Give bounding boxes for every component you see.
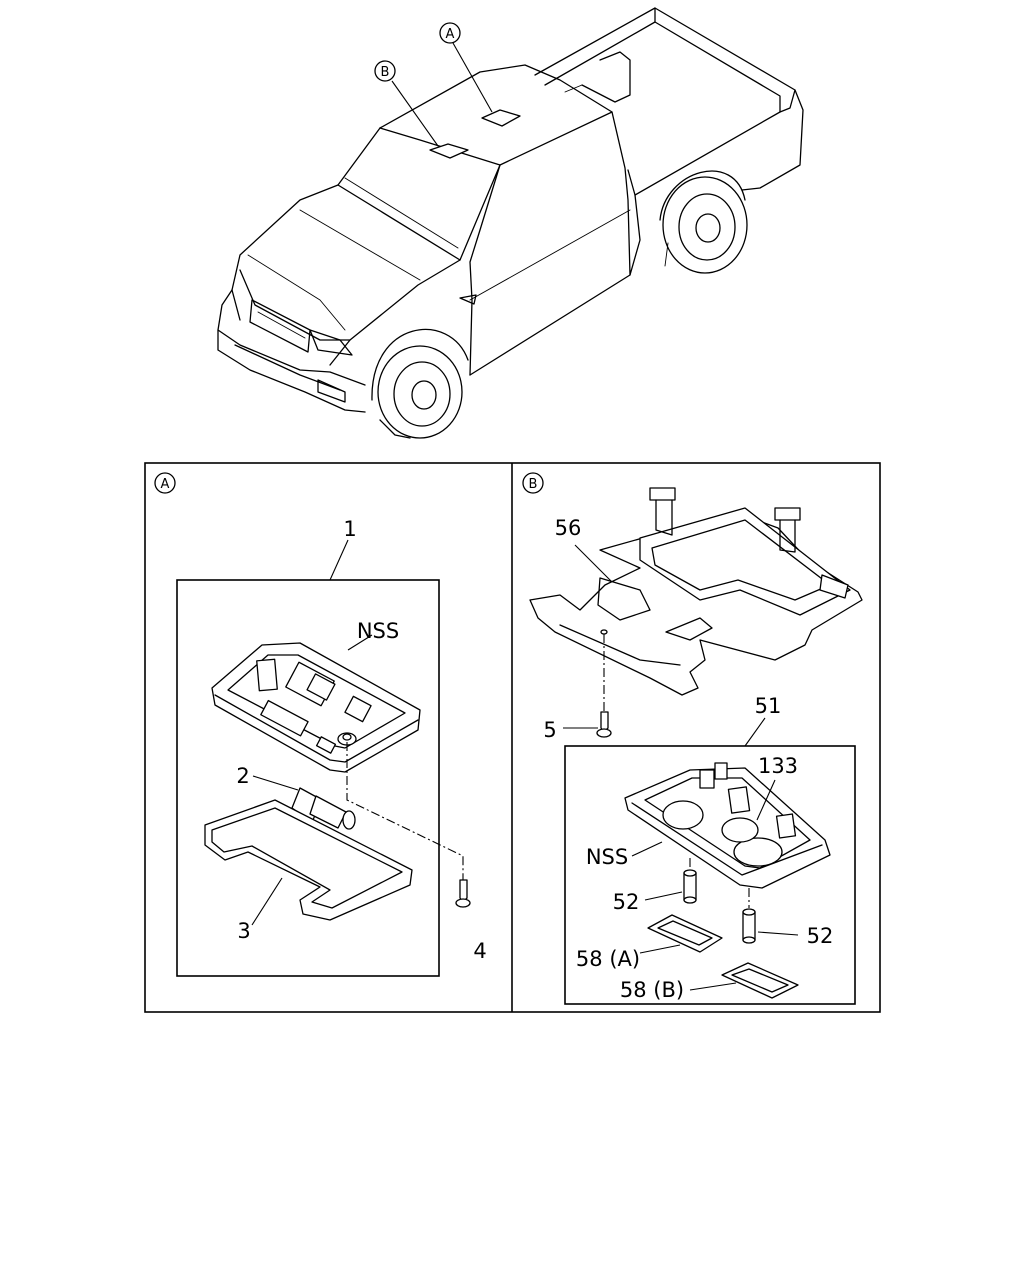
lens-58b xyxy=(721,962,799,999)
lens xyxy=(204,799,413,921)
part-label-52-right: 52 xyxy=(807,924,834,948)
screw-5 xyxy=(596,711,612,738)
part-label-51: 51 xyxy=(755,694,782,718)
part-label-133: 133 xyxy=(758,754,798,778)
pickup-truck-illustration: A B xyxy=(217,7,804,439)
panel-b-badge: B xyxy=(522,472,544,494)
panel-a: A 1 NSS 2 xyxy=(154,472,487,977)
assembly-1-box xyxy=(176,579,440,977)
part-label-5: 5 xyxy=(543,718,556,742)
svg-text:B: B xyxy=(529,477,538,492)
part-label-3: 3 xyxy=(237,919,250,943)
svg-text:B: B xyxy=(381,65,390,80)
screw-4 xyxy=(455,879,471,908)
callout-b: B xyxy=(374,60,396,82)
part-label-58b: 58 (B) xyxy=(620,978,684,1002)
dome-lamp-housing xyxy=(211,642,421,773)
bulb-52-left xyxy=(683,869,697,904)
part-label-1: 1 xyxy=(343,517,356,541)
panel-b: B 56 5 51 xyxy=(522,472,863,1005)
svg-text:A: A xyxy=(161,477,170,492)
bulb-52-right xyxy=(742,908,756,944)
part-label-58a: 58 (A) xyxy=(576,947,640,971)
part-label-nss-a: NSS xyxy=(357,619,399,643)
part-label-52-left: 52 xyxy=(613,890,640,914)
lens-58a xyxy=(647,914,723,953)
part-label-2: 2 xyxy=(236,764,249,788)
part-label-4: 4 xyxy=(473,939,486,963)
part-label-56: 56 xyxy=(555,516,582,540)
assembly-51-box xyxy=(564,745,856,1005)
callout-a: A xyxy=(439,22,461,44)
part-label-nss-b: NSS xyxy=(586,845,628,869)
panel-a-badge: A xyxy=(154,472,176,494)
svg-text:A: A xyxy=(446,27,455,42)
dome-lamp-housing-b xyxy=(624,762,831,889)
mounting-bracket xyxy=(529,487,863,696)
